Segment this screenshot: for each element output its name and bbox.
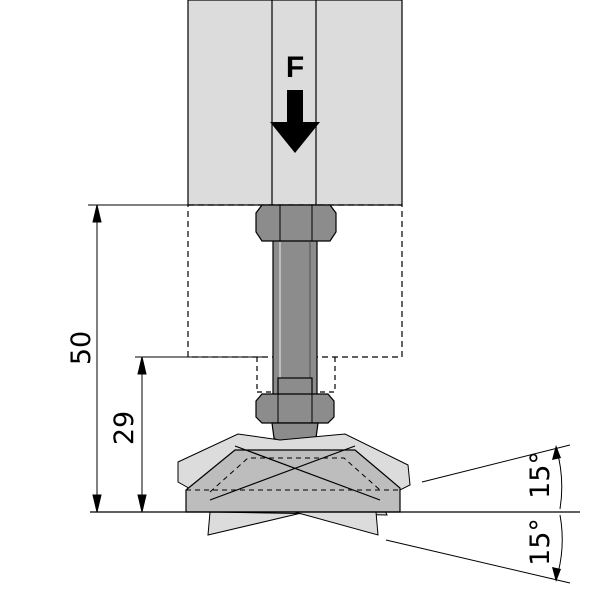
tilt-lines: [209, 445, 381, 501]
force-arrow: [270, 90, 320, 153]
threaded-spindle: [272, 239, 318, 399]
dimension-50-label: 50: [66, 331, 97, 365]
angle-lower-label: 15°: [525, 518, 556, 566]
dimension-50: [88, 204, 188, 513]
angle-upper-label: 15°: [525, 451, 556, 499]
force-label: F: [286, 51, 304, 84]
angle-upper-arrow: [552, 445, 561, 460]
dimension-29: [135, 356, 262, 513]
dimension-29-label: 29: [109, 411, 140, 445]
upper-hex-nut: [255, 204, 337, 242]
lower-hex-nut: [255, 393, 335, 424]
collar: [277, 377, 313, 396]
angle-lower-arrow: [552, 567, 561, 582]
